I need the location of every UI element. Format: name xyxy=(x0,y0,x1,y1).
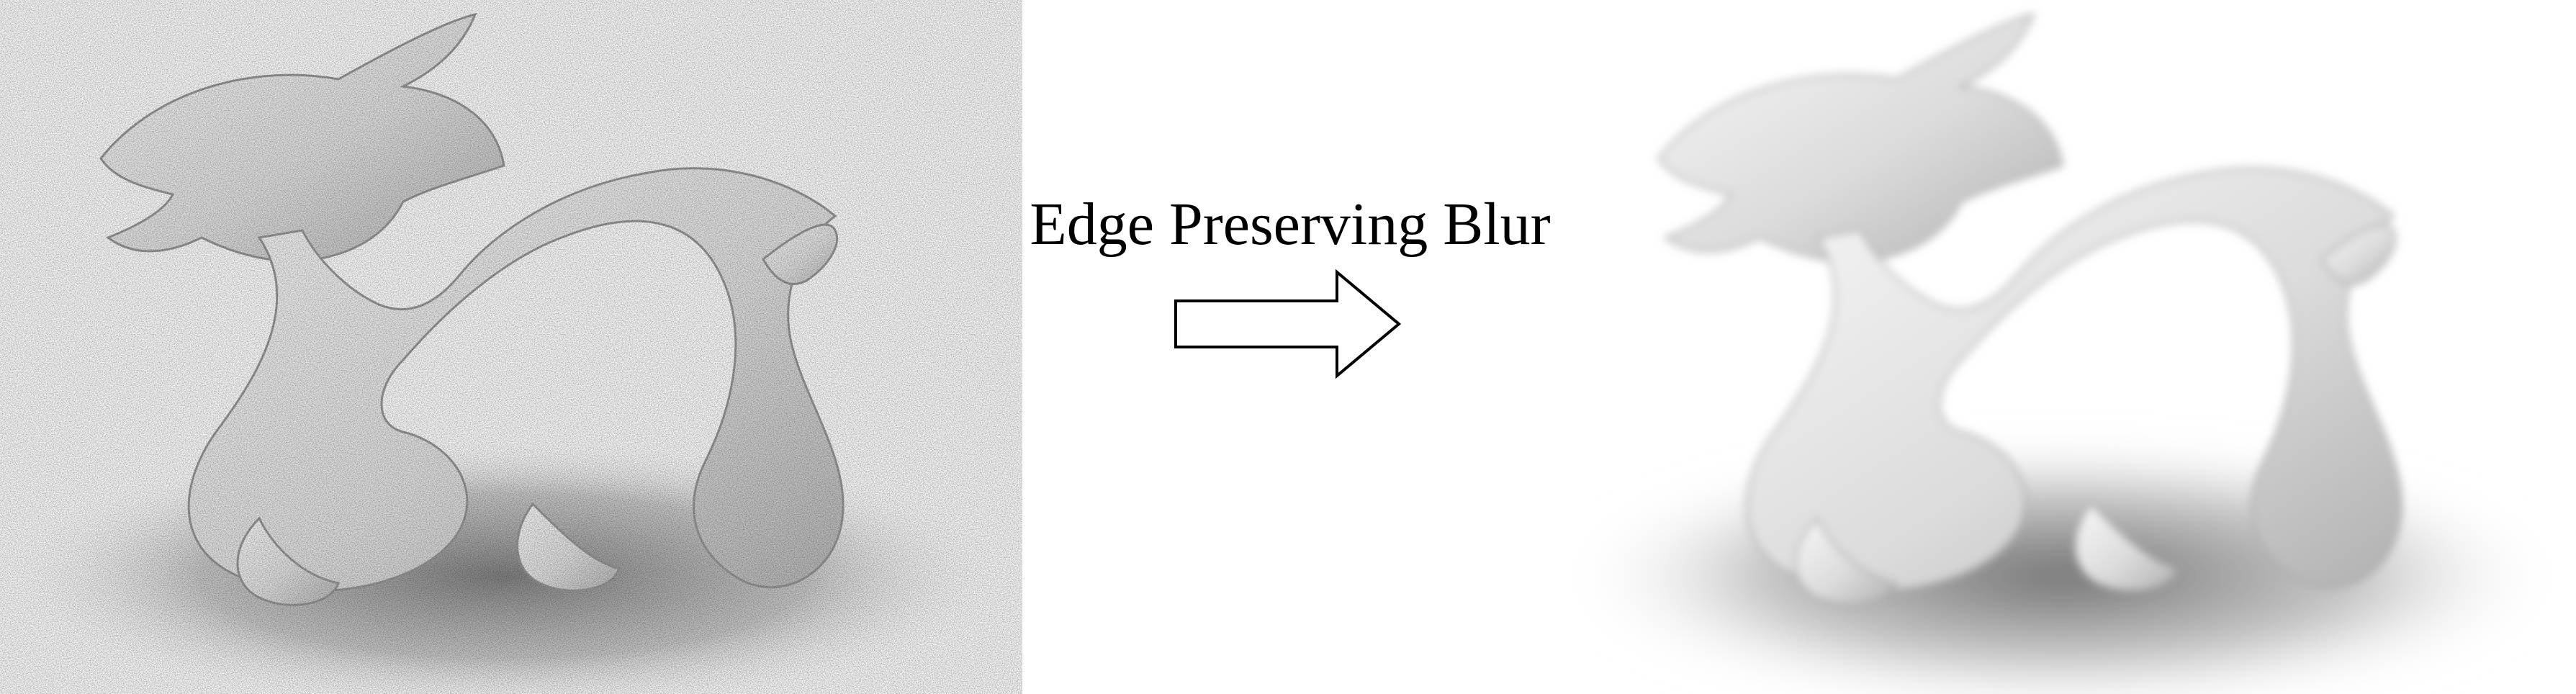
noisy-dragon-image xyxy=(0,0,1022,694)
right-arrow-icon xyxy=(1173,266,1403,382)
noisy-dragon-icon xyxy=(0,0,1022,694)
blurred-dragon-icon xyxy=(1558,0,2576,694)
transform-label: Edge Preserving Blur xyxy=(1022,0,1558,694)
caption-text: Edge Preserving Blur xyxy=(1030,191,1551,258)
blurred-dragon-image xyxy=(1558,0,2576,694)
